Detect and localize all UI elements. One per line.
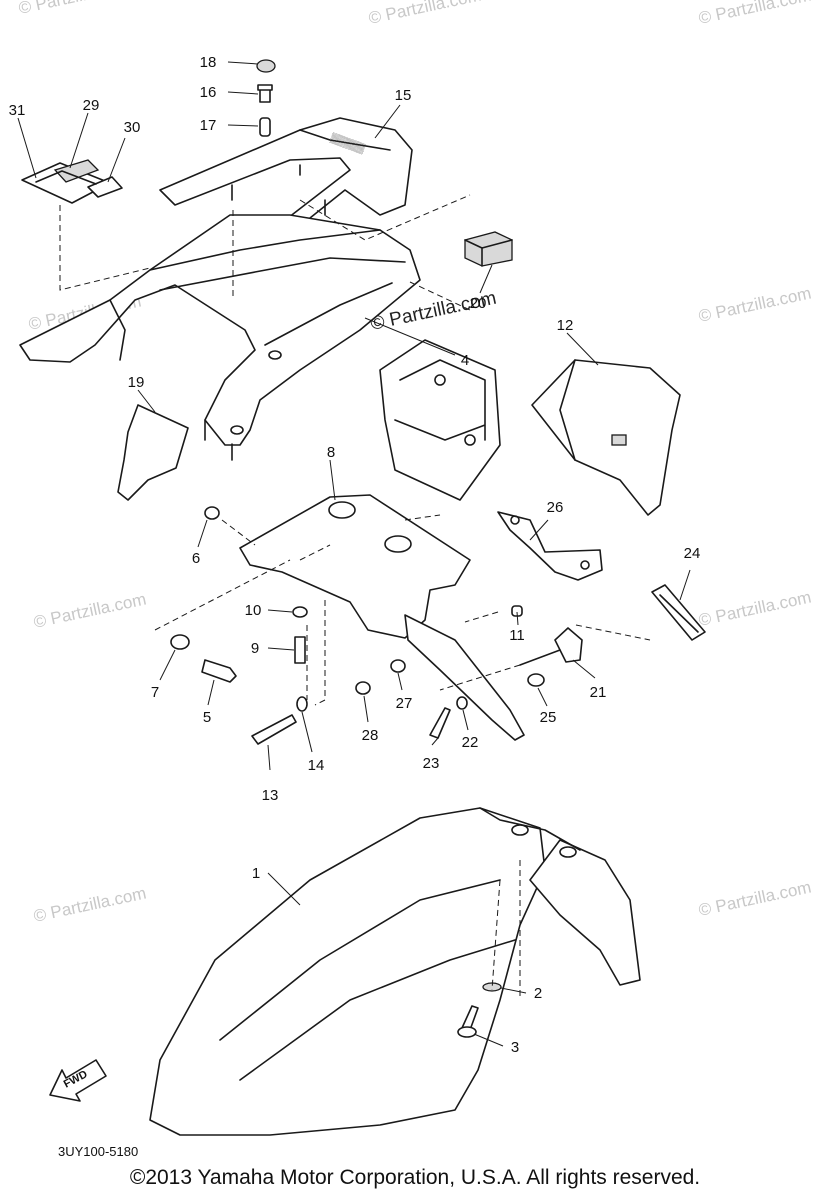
assembly-lines: [59, 194, 651, 1000]
watermark: © Partzilla.com: [697, 284, 813, 326]
part-pad: [464, 231, 513, 267]
callout-26: 26: [547, 499, 564, 516]
watermark: © Partzilla.com: [697, 878, 813, 920]
watermark: © Partzilla.com: [697, 0, 813, 28]
callout-27: 27: [396, 695, 413, 712]
watermark: © Partzilla.com: [697, 588, 813, 630]
watermark: © Partzilla.com: [32, 884, 148, 926]
callout-11: 11: [509, 627, 525, 644]
callout-22: 22: [462, 734, 479, 751]
callout-6: 6: [192, 550, 200, 567]
callout-21: 21: [590, 684, 607, 701]
part-bracket-19: [117, 404, 189, 501]
part-decals: [21, 159, 123, 204]
callout-15: 15: [395, 87, 412, 104]
callout-9: 9: [251, 640, 259, 657]
callout-18: 18: [200, 54, 217, 71]
watermark: © Partzilla.com: [367, 0, 483, 28]
callout-labels: 1 2 3 4 5 6 7 8 9 10 11 12 13 14 15 16 1…: [9, 54, 701, 1056]
callout-31: 31: [9, 102, 26, 119]
callout-7: 7: [151, 684, 159, 701]
callout-8: 8: [327, 444, 335, 461]
callout-24: 24: [684, 545, 701, 562]
callout-20: 20: [470, 295, 487, 312]
part-flap-12: [531, 359, 681, 516]
part-fender-fasteners: [457, 982, 502, 1038]
fwd-arrow: FWD: [49, 1059, 107, 1102]
callout-10: 10: [245, 602, 262, 619]
callout-30: 30: [124, 119, 141, 136]
part-fender-bracket-8: [239, 494, 525, 741]
part-hardware: [170, 506, 545, 745]
callout-16: 16: [200, 84, 217, 101]
callout-29: 29: [83, 97, 100, 114]
part-reflector-24: [651, 584, 706, 641]
callout-1: 1: [252, 865, 260, 882]
leader-lines: [17, 61, 691, 1047]
part-rear-cowl: [19, 214, 421, 461]
callout-17: 17: [200, 117, 217, 134]
callout-3: 3: [511, 1039, 519, 1056]
part-grab-bar: ▒▒▒▒▒: [159, 117, 413, 251]
callout-13: 13: [262, 787, 279, 804]
callout-23: 23: [423, 755, 440, 772]
callout-28: 28: [362, 727, 379, 744]
copyright-notice: ©2013 Yamaha Motor Corporation, U.S.A. A…: [129, 1166, 701, 1189]
watermark: © Partzilla.com: [17, 0, 133, 18]
part-small-hardware-top: [256, 59, 276, 137]
part-bracket-26: [497, 511, 603, 581]
callout-12: 12: [557, 317, 574, 334]
callout-2: 2: [534, 985, 542, 1002]
callout-14: 14: [308, 757, 325, 774]
callout-25: 25: [540, 709, 557, 726]
part-reflector-bracket-21: [519, 627, 583, 666]
watermark: © Partzilla.com: [32, 590, 148, 632]
callout-5: 5: [203, 709, 211, 726]
callout-19: 19: [128, 374, 145, 391]
diagram-code: 3UY100-5180: [58, 1144, 139, 1159]
callout-4: 4: [461, 352, 469, 369]
part-light-bracket: [379, 339, 501, 501]
part-rear-fender-1: [149, 807, 641, 1136]
